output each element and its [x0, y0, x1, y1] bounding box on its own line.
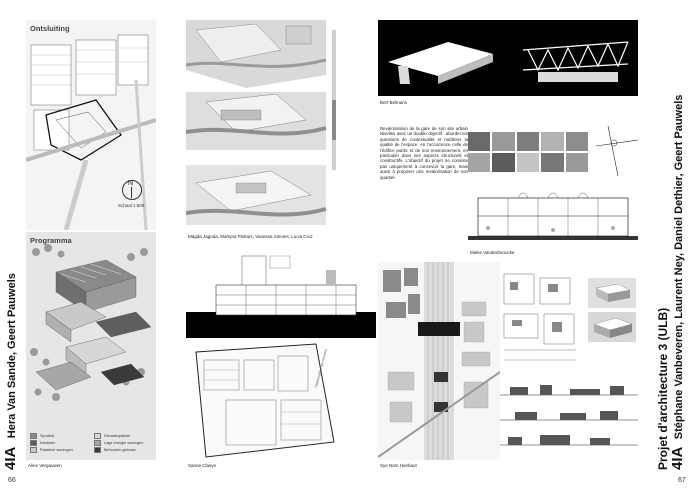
detail-sketch-panel [596, 126, 638, 176]
sanne-plan [195, 343, 335, 458]
photo-thumb [516, 132, 540, 151]
photo-thumb [492, 153, 515, 172]
sye-plan-panel [378, 262, 500, 460]
left-title-code: 4IA [2, 446, 19, 470]
detail-sketch [596, 126, 638, 176]
photo-thumb [565, 153, 588, 172]
legend-swatch [30, 439, 37, 446]
mieke-section [468, 192, 638, 240]
legend-swatch [94, 432, 101, 439]
legend-label: Kantoren [40, 440, 56, 445]
bert-renderings [378, 20, 638, 96]
compass-needle-icon [131, 187, 132, 198]
photo-thumb [492, 132, 515, 151]
photo-thumb [468, 153, 491, 172]
caption-bert: Bert Belmans [380, 100, 408, 105]
sanne-plan-panel: Stationsplein van Nivelles [186, 342, 336, 460]
left-page-number: 66 [8, 477, 16, 484]
caption-sye: Sye Nam Heirbaut [380, 463, 417, 468]
legend-item-kantoren: Kantoren [30, 439, 90, 446]
model-photo-top-shape [595, 283, 631, 302]
bert-panel [378, 20, 638, 96]
right-vertical-title: Projet d'architecture 3 (ULB) 4IA Stépha… [656, 95, 687, 470]
compass: N [122, 180, 142, 200]
legend-item-dienstenpakket: Dienstenpakket [94, 432, 154, 439]
right-page-number: 67 [678, 477, 686, 484]
caption-aline: Aline Vergauwen [28, 463, 62, 468]
caption-sanne: Sanne Claeys [188, 463, 217, 468]
programma-panel: Programma Sporthal Dienstenpakket Kantor… [26, 232, 156, 460]
magda-panel [186, 20, 348, 230]
sye-mini-plans-panel [500, 270, 580, 370]
scale-label: Schaal 1:500 [118, 203, 145, 208]
photo-thumb [541, 132, 564, 151]
legend-label: Sporthal [40, 433, 55, 438]
project-description: Revalorisation de la gare de son site ur… [380, 126, 468, 180]
left-title-names: Hera Van Sande, Geert Pauwels [6, 273, 18, 439]
ontsluiting-siteplan [26, 20, 156, 230]
caption-mieke: Mieke Vandenbroucke [470, 250, 515, 255]
right-title-code: 4IA [669, 446, 686, 470]
legend-item-passieve: Passieve woningen [30, 446, 90, 453]
ontsluiting-panel: Ontsluiting N Schaal 1:500 [26, 20, 156, 230]
photo-thumb [565, 132, 588, 151]
legend-label: Dienstenpakket [104, 433, 131, 438]
photo-thumb [541, 153, 564, 172]
right-title-line2: 4IA Stéphane Vanbeveren, Laurent Ney, Da… [669, 94, 687, 470]
model-photo-top [588, 278, 636, 308]
model-photo-bottom [588, 312, 636, 342]
legend-swatch [30, 446, 37, 453]
ontsluiting-title: Ontsluiting [30, 24, 70, 33]
programma-axonometric [26, 232, 156, 460]
right-title-names: Stéphane Vanbeveren, Laurent Ney, Daniel… [673, 94, 685, 440]
legend-swatch [94, 446, 101, 453]
right-title-course: Projet d'architecture 3 (ULB) [656, 307, 670, 470]
photo-grid [468, 132, 588, 172]
legend-swatch [30, 432, 37, 439]
photo-thumb [516, 153, 540, 172]
legend-item-behouden: Behouden gebouw [94, 446, 154, 453]
model-photo-bottom-shape [593, 317, 633, 338]
legend-label: Lage energie woningen [104, 440, 144, 445]
sye-urban-plan [378, 262, 500, 460]
legend-item-sporthal: Sporthal [30, 432, 90, 439]
photo-thumb [468, 132, 491, 151]
legend-swatch [94, 439, 101, 446]
sanne-section [186, 255, 376, 338]
compass-north-label: N [128, 180, 134, 187]
programma-title: Programma [30, 236, 72, 245]
magda-renderings [186, 20, 348, 230]
programma-legend: Sporthal Dienstenpakket Kantoren Lage en… [30, 432, 154, 453]
legend-label: Behouden gebouw [104, 447, 136, 452]
sye-mini-plans [503, 273, 576, 361]
elevations [500, 385, 638, 446]
legend-label: Passieve woningen [40, 447, 73, 452]
mieke-panel [468, 178, 638, 246]
left-vertical-title: 4IA Hera Van Sande, Geert Pauwels [2, 273, 20, 470]
sanne-section-panel [186, 250, 376, 338]
caption-magda: Magda Jagoda, Martyna Plokarz, Vanessa S… [188, 234, 313, 239]
elevations-panel [500, 375, 638, 460]
legend-item-lage-energie: Lage energie woningen [94, 439, 154, 446]
